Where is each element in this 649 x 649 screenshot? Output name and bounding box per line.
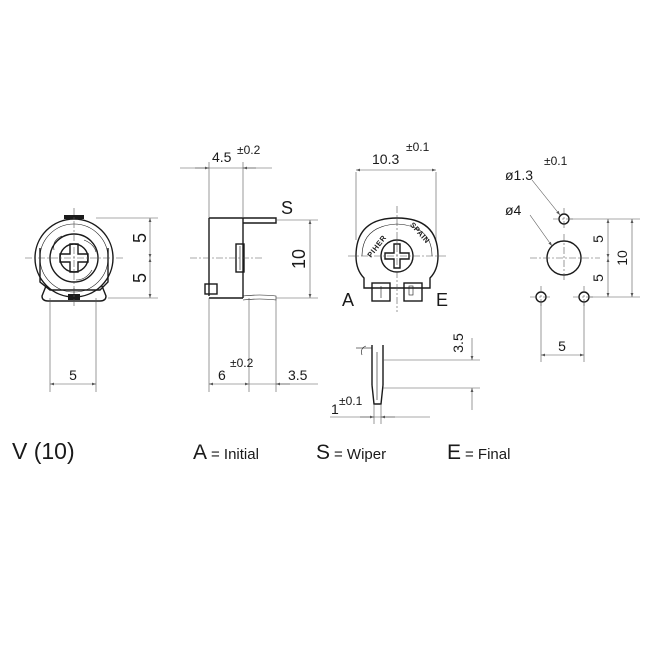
footprint-dim-lower: 5 [590, 274, 606, 282]
legend-value-final: = Final [465, 446, 510, 463]
label-wiper-s: S [281, 198, 293, 218]
footprint: ø1.3 ±0.1 ø4 5 5 10 5 [505, 154, 640, 362]
front-dim-pin-spacing: 5 [69, 367, 77, 383]
top-view: 10.3 ±0.1 PIHER SPAIN A E [342, 140, 448, 312]
legend-value-wiper: = Wiper [334, 446, 386, 463]
legend-key-s: S [316, 441, 330, 464]
pin-dim-length: 3.5 [450, 333, 466, 353]
pin-dim-width-tol: ±0.1 [339, 394, 363, 408]
hole-small-tol: ±0.1 [544, 154, 568, 168]
logo-spain: SPAIN [408, 220, 432, 245]
label-initial-a: A [342, 290, 354, 310]
model-label: V (10) [12, 438, 75, 464]
side-dim-height: 10 [289, 249, 309, 269]
side-dim-pin-length: 3.5 [288, 367, 308, 383]
side-dim-pin-offset: 6 [218, 367, 226, 383]
legend-value-initial: = Initial [211, 446, 259, 463]
top-dim-width: 10.3 [372, 151, 399, 167]
legend: A = Initial S = Wiper E = Final [193, 441, 510, 464]
top-dim-width-tol: ±0.1 [406, 140, 430, 154]
pin-dim-width: 1 [331, 401, 339, 417]
footprint-dim-upper: 5 [590, 235, 606, 243]
side-dim-width: 4.5 [212, 149, 232, 165]
front-dim-lower: 5 [130, 273, 150, 283]
side-dim-width-tol: ±0.2 [237, 143, 261, 157]
hole-small-dia: ø1.3 [505, 167, 533, 183]
pin-detail: 3.5 1 ±0.1 [330, 333, 480, 424]
label-final-e: E [436, 290, 448, 310]
side-view: 4.5 ±0.2 S 10 6 ±0.2 3.5 [180, 143, 318, 392]
footprint-dim-total: 10 [614, 250, 630, 266]
footprint-dim-spacing: 5 [558, 338, 566, 354]
front-dim-upper: 5 [130, 233, 150, 243]
front-view: 5 5 5 [25, 208, 158, 392]
hole-large-dia: ø4 [505, 202, 522, 218]
legend-key-a: A [193, 441, 207, 464]
side-dim-pin-offset-tol: ±0.2 [230, 356, 254, 370]
legend-key-e: E [447, 441, 461, 464]
